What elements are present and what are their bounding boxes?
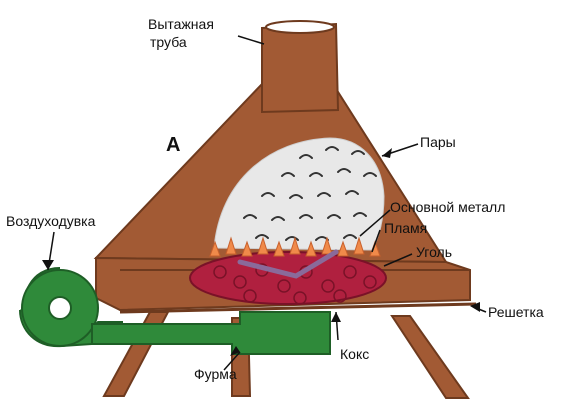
leader-arrowheads	[42, 148, 480, 356]
label-tuyere: Фурма	[194, 366, 237, 382]
base-metal-workpiece	[237, 249, 339, 279]
leader-tuyere	[223, 351, 241, 371]
label-chimney-line1: Вытажная	[148, 16, 214, 32]
label-base-metal: Основной металл	[390, 199, 506, 215]
arrowhead-blower	[42, 260, 54, 270]
arrowhead-fumes	[382, 148, 392, 158]
label-blower: Воздуходувка	[6, 213, 96, 229]
label-coal: Уголь	[416, 244, 453, 260]
forge-leg-right	[390, 315, 470, 399]
arrowhead-grate	[470, 302, 480, 312]
fumes-swirls	[243, 146, 377, 241]
label-coke: Кокс	[340, 346, 370, 362]
label-chimney-line2: труба	[150, 34, 187, 50]
grate	[119, 302, 477, 314]
label-view-marker: А	[166, 134, 181, 156]
arrowhead-tuyere	[230, 346, 240, 356]
fumes-cloud	[213, 137, 385, 251]
label-flame: Пламя	[384, 220, 428, 236]
arrowhead-coke	[331, 312, 341, 322]
leader-coal	[383, 253, 413, 267]
blower-inlet	[48, 296, 72, 320]
label-grate: Решетка	[488, 304, 544, 320]
chimney-opening	[265, 20, 335, 34]
label-fumes: Пары	[420, 134, 456, 150]
leader-chimney	[237, 35, 265, 45]
chimney-pipe	[261, 22, 340, 114]
leader-flame	[371, 229, 381, 253]
flames	[209, 236, 381, 257]
tuyere-pipe	[91, 311, 331, 355]
leader-base-metal	[359, 209, 391, 237]
